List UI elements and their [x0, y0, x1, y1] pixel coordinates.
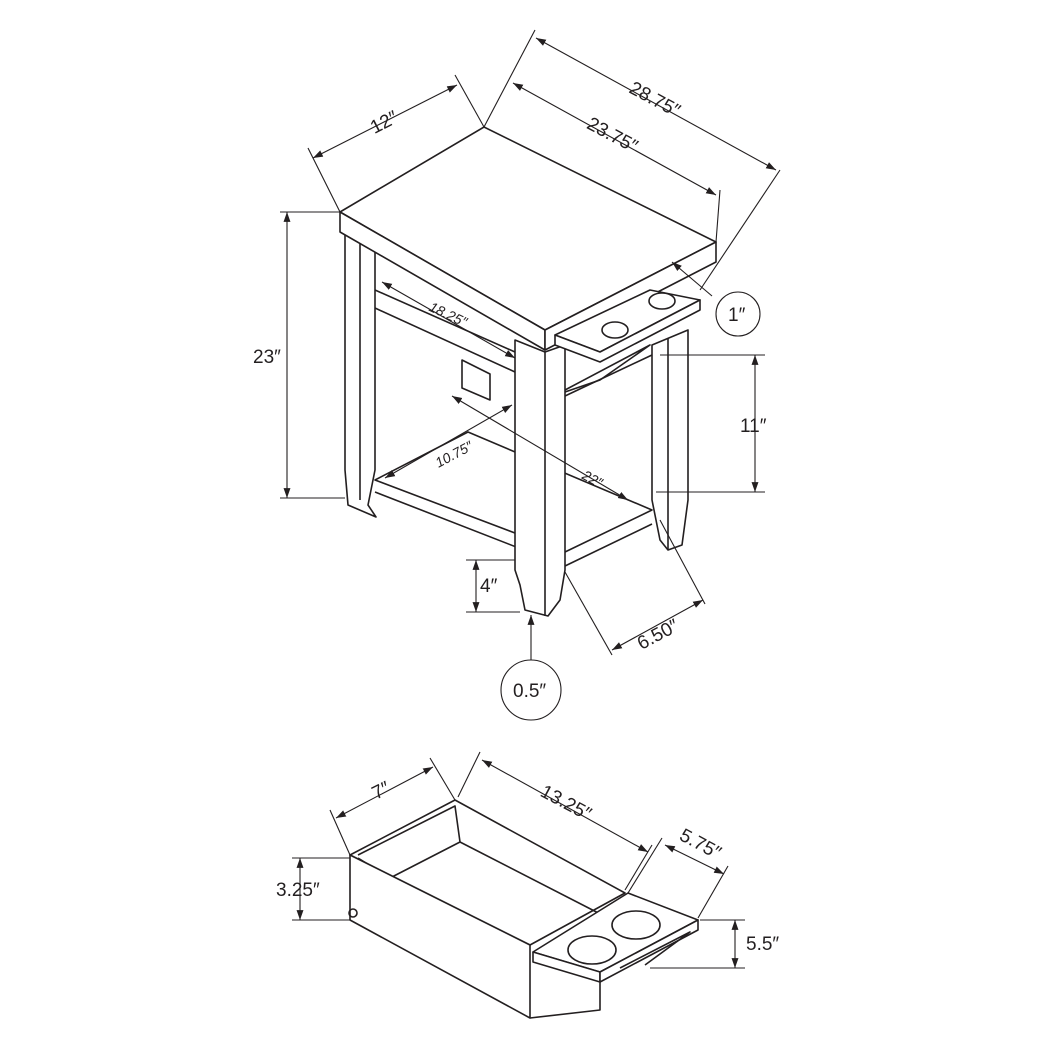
cup-hole-2	[648, 292, 676, 310]
label-shelf-clearance: 4″	[480, 576, 498, 597]
drawer-cup-hole-1	[567, 935, 617, 965]
side-table-drawing	[339, 126, 717, 617]
lower-shelf	[374, 431, 653, 553]
label-tray-width: 6.50″	[634, 615, 683, 654]
label-drawer-height: 3.25″	[276, 880, 320, 901]
label-drawer-tray-height: 5.5″	[746, 934, 779, 955]
drawer-drawing	[348, 799, 699, 1019]
callout-circle-1in	[715, 291, 761, 337]
label-tray-thickness: 1″	[728, 305, 746, 326]
label-tray-height: 11″	[740, 416, 767, 437]
label-drawer-width: 13.25″	[537, 781, 595, 825]
label-table-depth: 12″	[367, 107, 402, 138]
front-leg	[514, 339, 566, 617]
cup-hole-1	[601, 321, 629, 339]
label-overall-width: 28.75″	[626, 78, 684, 122]
label-top-width: 23.75″	[583, 114, 641, 158]
drawer-cup-hole-2	[611, 910, 661, 940]
drawer-knob	[348, 908, 358, 918]
right-leg	[651, 329, 689, 551]
label-drawer-depth: 7″	[369, 778, 394, 805]
callout-circle-0-5in	[500, 659, 562, 721]
label-height: 23″	[253, 347, 281, 368]
label-drawer-tray-width: 5.75″	[676, 825, 725, 864]
back-leg	[461, 359, 491, 401]
label-leg-flare: 0.5″	[513, 681, 546, 702]
